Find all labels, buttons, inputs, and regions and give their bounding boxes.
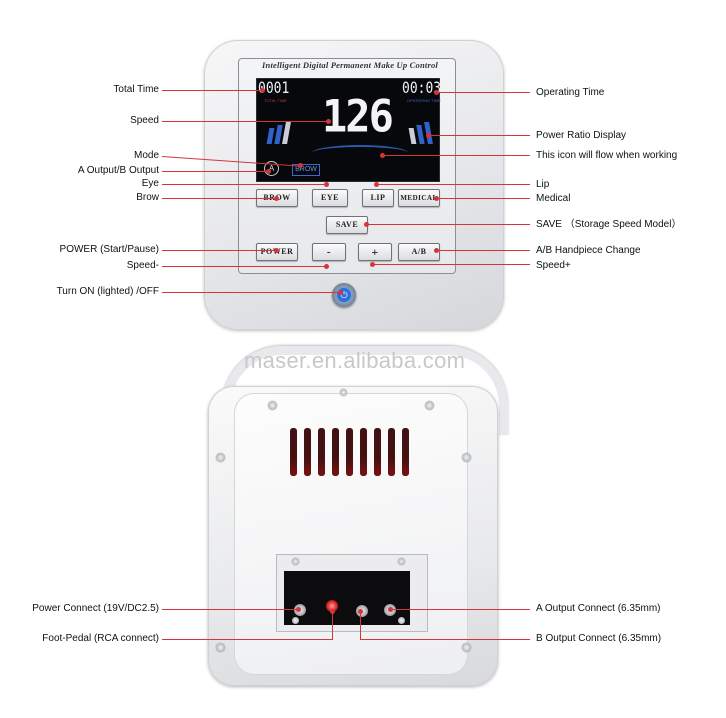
callout-line xyxy=(372,264,530,265)
label-speed-minus: Speed- xyxy=(126,260,159,271)
label-power-connect: Power Connect (19V/DC2.5) xyxy=(32,603,159,614)
label-b-output-connect: B Output Connect (6.35mm) xyxy=(536,633,662,644)
medical-button[interactable]: MEDICAL xyxy=(398,189,440,207)
brand-title: Intelligent Digital Permanent Make Up Co… xyxy=(262,60,438,70)
operating-time-readout: 00:03 xyxy=(402,79,442,98)
callout-line xyxy=(428,135,530,136)
speed-readout: 126 xyxy=(322,90,394,143)
vent-slot xyxy=(290,428,297,476)
callout-line xyxy=(162,639,333,640)
callout-dot xyxy=(274,196,279,201)
callout-line xyxy=(376,184,530,185)
callout-dot xyxy=(266,169,271,174)
label-operating-time: Operating Time xyxy=(536,87,605,98)
screw xyxy=(292,617,299,624)
label-ab-change: A/B Handpiece Change xyxy=(536,245,641,256)
callout-line xyxy=(436,198,530,199)
ab-change-button[interactable]: A/B xyxy=(398,243,440,261)
foot-pedal-rca-jack[interactable] xyxy=(326,600,338,612)
callout-dot xyxy=(330,609,335,614)
label-mode: Mode xyxy=(133,150,159,161)
label-total-time: Total Time xyxy=(113,84,159,95)
label-brow: Brow xyxy=(136,192,159,203)
label-save: SAVE （Storage Speed Model） xyxy=(536,219,682,230)
callout-line xyxy=(162,250,276,251)
callout-line xyxy=(436,250,530,251)
callout-line xyxy=(162,184,326,185)
speed-minus-button[interactable]: - xyxy=(312,243,346,261)
label-turn-on: Turn ON (lighted) /OFF xyxy=(56,286,159,297)
callout-dot xyxy=(274,248,279,253)
callout-dot xyxy=(338,290,343,295)
callout-dot xyxy=(298,163,303,168)
screw xyxy=(398,617,405,624)
screw xyxy=(268,401,277,410)
label-power: POWER (Start/Pause) xyxy=(59,244,159,255)
vent-slot xyxy=(332,428,339,476)
label-a-output-connect: A Output Connect (6.35mm) xyxy=(536,603,661,614)
screw xyxy=(340,389,347,396)
callout-line xyxy=(162,171,268,172)
vent-slot xyxy=(388,428,395,476)
save-button[interactable]: SAVE xyxy=(326,216,368,234)
callout-line xyxy=(162,609,298,610)
callout-line xyxy=(162,266,326,267)
screw xyxy=(216,643,225,652)
output-a-indicator: A xyxy=(264,161,279,176)
label-foot-pedal: Foot-Pedal (RCA connect) xyxy=(42,633,159,644)
callout-line xyxy=(162,90,262,91)
screw xyxy=(398,558,405,565)
screw xyxy=(216,453,225,462)
label-ab-output: A Output/B Output xyxy=(77,165,159,176)
vent-slot xyxy=(318,428,325,476)
callout-line xyxy=(366,224,530,225)
label-flow-icon: This icon will flow when working xyxy=(536,150,678,161)
callout-line xyxy=(162,121,328,122)
callout-line xyxy=(162,292,340,293)
callout-line xyxy=(360,612,361,639)
callout-line xyxy=(332,612,333,639)
total-time-caption: TOTAL TIME xyxy=(264,98,287,103)
vent-slot xyxy=(402,428,409,476)
callout-line xyxy=(436,92,530,93)
mode-indicator: BROW xyxy=(292,164,320,176)
total-time-readout: 0001 xyxy=(258,79,290,98)
callout-dot xyxy=(324,182,329,187)
screw xyxy=(292,558,299,565)
callout-dot xyxy=(358,609,363,614)
callout-line xyxy=(162,198,276,199)
screw xyxy=(462,643,471,652)
callout-line xyxy=(390,609,530,610)
operating-time-caption: OPERATING TIME xyxy=(407,98,441,103)
callout-dot xyxy=(326,119,331,124)
working-flow-icon xyxy=(312,145,408,161)
vent-slot xyxy=(304,428,311,476)
callout-line xyxy=(382,155,530,156)
port-panel xyxy=(284,571,410,625)
vent-slot xyxy=(360,428,367,476)
vent-slot xyxy=(346,428,353,476)
label-speed: Speed xyxy=(130,115,159,126)
label-power-ratio: Power Ratio Display xyxy=(536,130,627,141)
label-speed-plus: Speed+ xyxy=(536,260,571,271)
eye-button[interactable]: EYE xyxy=(312,189,348,207)
screw xyxy=(425,401,434,410)
callout-line xyxy=(360,639,530,640)
screw xyxy=(462,453,471,462)
label-lip: Lip xyxy=(536,179,550,190)
callout-dot xyxy=(296,607,301,612)
watermark: maser.en.alibaba.com xyxy=(244,348,466,373)
callout-dot xyxy=(260,88,265,93)
vent-slot xyxy=(374,428,381,476)
lip-button[interactable]: LIP xyxy=(362,189,394,207)
label-eye: Eye xyxy=(141,178,159,189)
callout-dot xyxy=(324,264,329,269)
label-medical: Medical xyxy=(536,193,571,204)
speed-plus-button[interactable]: + xyxy=(358,243,392,261)
